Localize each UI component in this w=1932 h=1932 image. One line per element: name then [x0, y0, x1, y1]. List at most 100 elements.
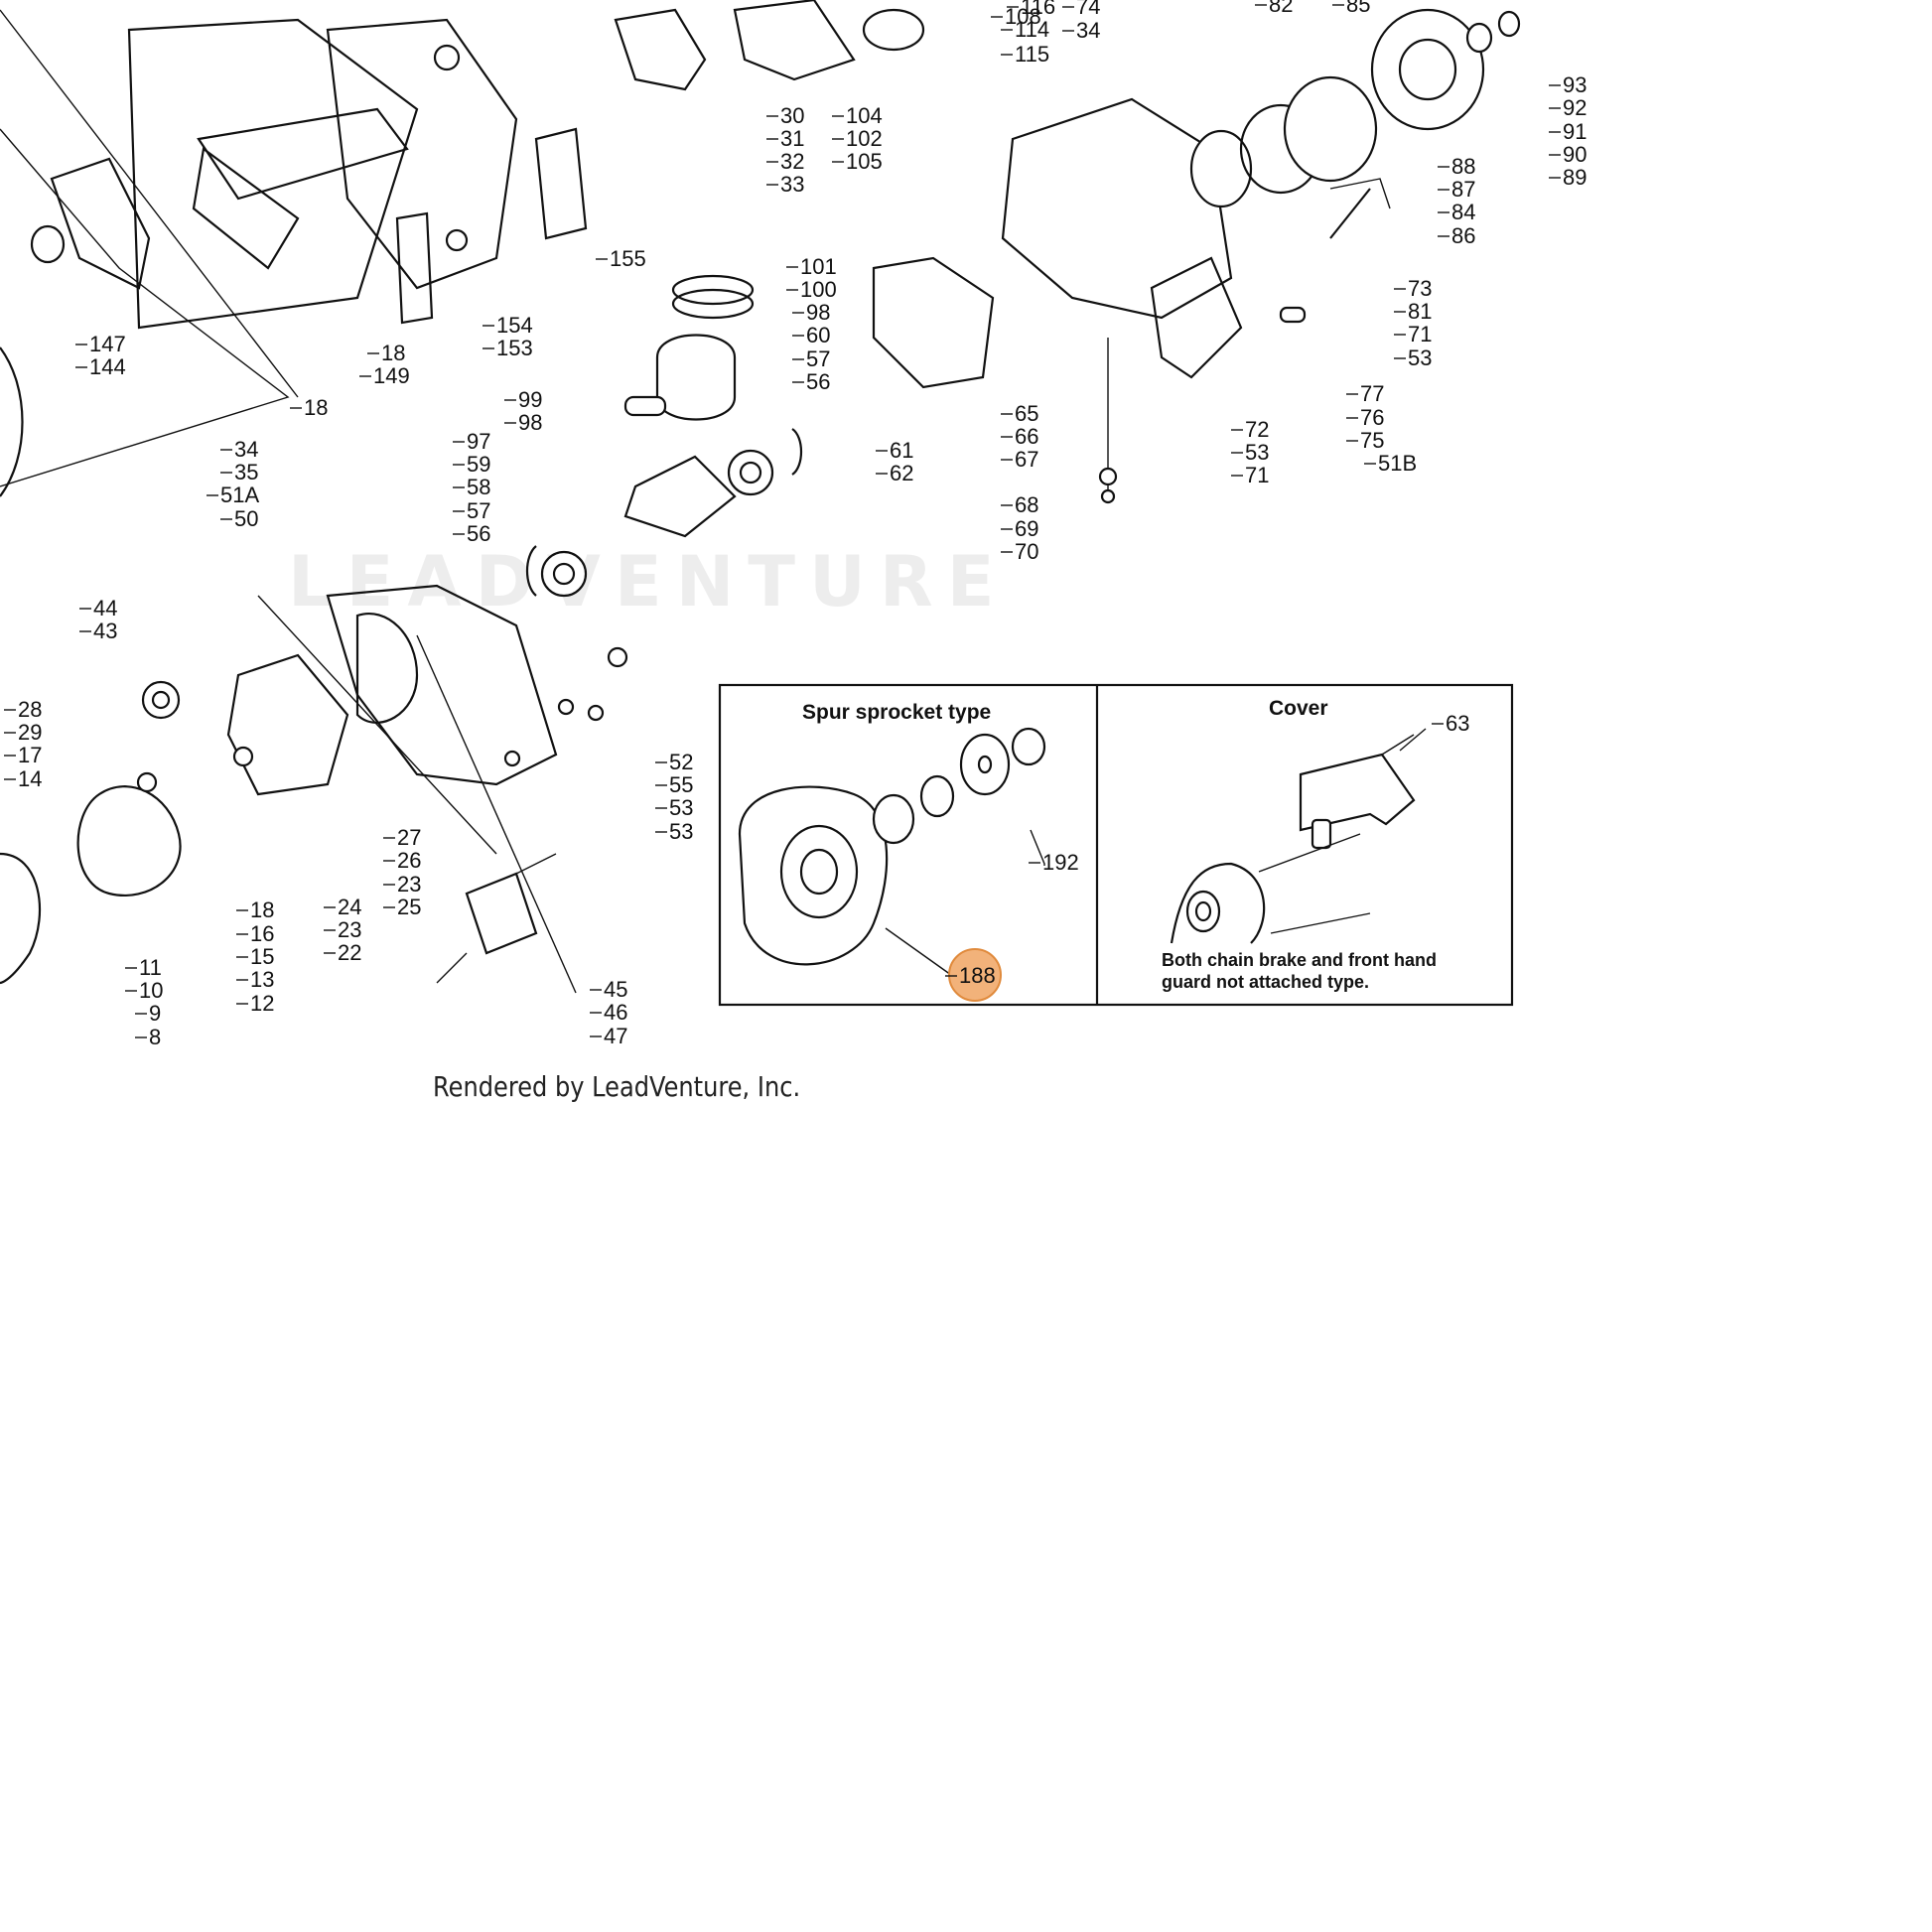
callout-c23a: 23 — [397, 872, 421, 897]
callout-c34b: 34 — [234, 437, 258, 462]
cylinder-and-piston — [525, 0, 925, 598]
callout-c84: 84 — [1451, 200, 1475, 224]
callout-c52: 52 — [669, 750, 693, 774]
callout-c68: 68 — [1015, 492, 1038, 517]
callout-c24: 24 — [338, 895, 361, 919]
callout-c92: 92 — [1563, 95, 1587, 120]
callout-c60: 60 — [806, 323, 830, 347]
crankcase-left-and-flywheel — [0, 584, 628, 994]
callout-c71a: 71 — [1408, 322, 1432, 346]
callout-c35: 35 — [234, 460, 258, 484]
callout-c53b: 53 — [1245, 440, 1269, 465]
callout-c18b: 18 — [304, 395, 328, 420]
inset-frame — [718, 683, 1514, 1007]
callout-c62: 62 — [890, 461, 913, 485]
callout-c99: 99 — [518, 387, 542, 412]
callout-c26: 26 — [397, 848, 421, 873]
callout-c89: 89 — [1563, 165, 1587, 190]
cover-note-line2: guard not attached type. — [1162, 972, 1370, 992]
callout-c47: 47 — [604, 1024, 627, 1048]
callout-c53d: 53 — [669, 819, 693, 844]
callout-c91: 91 — [1563, 119, 1587, 144]
callout-c33: 33 — [780, 172, 804, 197]
callout-c10: 10 — [139, 978, 163, 1003]
callout-c53c: 53 — [669, 795, 693, 820]
callout-c34a: 34 — [1076, 18, 1100, 43]
callout-c16: 16 — [250, 921, 274, 946]
callout-c97: 97 — [467, 429, 490, 454]
callout-c13: 13 — [250, 967, 274, 992]
callout-c149: 149 — [373, 363, 410, 388]
callout-c18c: 18 — [250, 897, 274, 922]
callout-c75: 75 — [1360, 428, 1384, 453]
callout-c100: 100 — [800, 277, 837, 302]
callout-c44: 44 — [93, 596, 117, 621]
callout-c154: 154 — [496, 313, 533, 338]
callout-c101: 101 — [800, 254, 837, 279]
callout-c147: 147 — [89, 332, 126, 356]
highlight-marker-188[interactable] — [948, 948, 1002, 1002]
credit-text: Rendered by LeadVenture, Inc. — [433, 1070, 801, 1103]
cover-note: Both chain brake and front hand guard no… — [1162, 949, 1437, 993]
callout-c102: 102 — [846, 126, 883, 151]
callout-c46: 46 — [604, 1000, 627, 1025]
callout-c30: 30 — [780, 103, 804, 128]
callout-c51B: 51B — [1378, 451, 1417, 476]
callout-c28: 28 — [18, 697, 42, 722]
cover-drawing — [1170, 728, 1427, 944]
callout-c192: 192 — [1042, 850, 1079, 875]
callout-c72: 72 — [1245, 417, 1269, 442]
callout-c61: 61 — [890, 438, 913, 463]
callout-c155: 155 — [610, 246, 646, 271]
callout-c114: 114 — [1015, 17, 1049, 42]
guide-bar-and-covers — [0, 9, 588, 497]
callout-c66: 66 — [1015, 424, 1038, 449]
callout-c29: 29 — [18, 720, 42, 745]
spur-sprocket-title: Spur sprocket type — [802, 701, 992, 724]
callout-c58: 58 — [467, 475, 490, 499]
callout-c14: 14 — [18, 766, 42, 791]
callout-c108: 108 — [1005, 4, 1041, 29]
callout-c144: 144 — [89, 354, 126, 379]
callout-c87: 87 — [1451, 177, 1475, 202]
callout-c98a: 98 — [806, 300, 830, 325]
callout-c71b: 71 — [1245, 463, 1269, 487]
callout-c57b: 57 — [467, 498, 490, 523]
callout-c70: 70 — [1015, 539, 1038, 564]
cover-note-line1: Both chain brake and front hand — [1162, 950, 1438, 970]
callout-c27: 27 — [397, 825, 421, 850]
callout-c105: 105 — [846, 149, 883, 174]
callout-c90: 90 — [1563, 142, 1587, 167]
callout-c82: 82 — [1269, 0, 1293, 17]
callout-c11: 11 — [139, 955, 162, 980]
callout-c22: 22 — [338, 940, 361, 965]
callout-c74: 74 — [1076, 0, 1100, 19]
callout-c63: 63 — [1446, 711, 1469, 736]
callout-c98b: 98 — [518, 410, 542, 435]
callout-c43: 43 — [93, 619, 117, 643]
callout-c8: 8 — [149, 1025, 161, 1049]
callout-c77: 77 — [1360, 381, 1384, 406]
callout-c76: 76 — [1360, 405, 1384, 430]
callout-c57a: 57 — [806, 346, 830, 371]
callout-c51A: 51A — [220, 483, 259, 507]
callout-c104: 104 — [846, 103, 883, 128]
callout-c59: 59 — [467, 452, 490, 477]
callout-c12: 12 — [250, 991, 274, 1016]
callout-c86: 86 — [1451, 223, 1475, 248]
callout-c93: 93 — [1563, 72, 1587, 97]
callout-c67: 67 — [1015, 447, 1038, 472]
callout-c73: 73 — [1408, 276, 1432, 301]
callout-c32: 32 — [780, 149, 804, 174]
callout-c153: 153 — [496, 336, 533, 360]
callout-c81: 81 — [1408, 299, 1432, 324]
callout-c15: 15 — [250, 944, 274, 969]
callout-c65: 65 — [1015, 401, 1038, 426]
callout-c17: 17 — [18, 743, 42, 767]
callout-c188[interactable]: 188 — [959, 963, 996, 988]
callout-c56a: 56 — [806, 369, 830, 394]
callout-c31: 31 — [780, 126, 804, 151]
watermark-text: LEADVENTURE — [288, 541, 1009, 622]
